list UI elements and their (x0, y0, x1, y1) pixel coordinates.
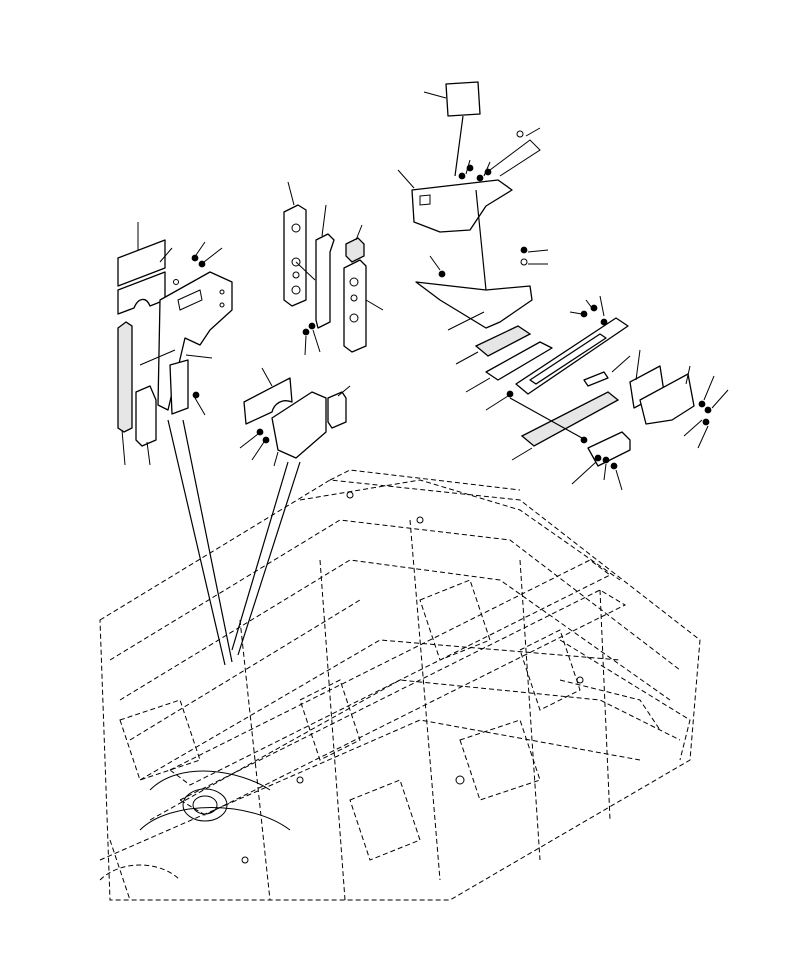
pad-strip (474, 325, 532, 357)
cube-pad (327, 391, 347, 429)
center-pad-group (239, 367, 351, 467)
callout-leaders-pad (239, 367, 351, 467)
machine-frame (99, 469, 701, 901)
cover-bracket (411, 179, 513, 233)
long-strip (117, 321, 133, 433)
left-insulation-group (117, 222, 233, 466)
callout-leaders-center (287, 181, 384, 356)
center-bracket-group (283, 181, 384, 356)
bolt-set-cover (458, 130, 524, 182)
top-right-cover-group (397, 81, 541, 291)
small-block (345, 237, 365, 263)
pad-notched (117, 271, 166, 315)
curved-plate (169, 359, 189, 415)
long-rail-slot (529, 333, 607, 385)
right-tray-group (415, 246, 729, 491)
bolt-set-tray (438, 246, 712, 470)
clamp-plate (271, 391, 327, 459)
end-bracket (639, 373, 695, 425)
bolt-set-left (173, 254, 206, 399)
saddle-pad (243, 377, 293, 425)
callout-leaders-cover (397, 91, 541, 291)
long-pad (520, 391, 620, 447)
callout-leaders-left (121, 222, 223, 466)
label-plate (445, 81, 481, 117)
tray-plate (415, 281, 533, 329)
perforated-bar-left (283, 204, 307, 307)
bolt-set-center (302, 322, 316, 336)
bolt-set-pad (256, 428, 270, 444)
short-block (135, 385, 157, 447)
channel-rail (485, 341, 553, 381)
wire-clip (489, 139, 541, 177)
pad-top (117, 239, 166, 287)
small-fitting (583, 371, 609, 387)
angle-bracket (315, 233, 335, 329)
callout-leaders-tray (429, 249, 729, 491)
assembly-leader-lines (167, 419, 301, 666)
bracket-plate (157, 271, 233, 411)
perforated-bar-right (343, 259, 367, 353)
